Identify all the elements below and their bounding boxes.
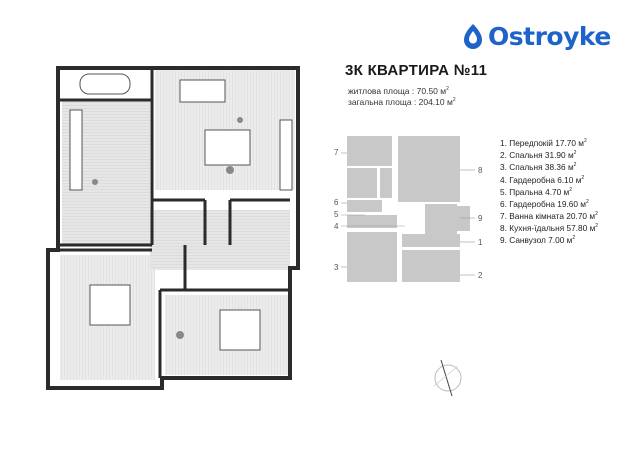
key-label-7: 7 bbox=[334, 148, 339, 157]
wardrobe bbox=[69, 109, 83, 191]
hall-floor bbox=[150, 210, 290, 270]
total-area: загальна площа : 204.10 м2 bbox=[348, 97, 456, 107]
bathtub bbox=[79, 73, 131, 95]
bed-2 bbox=[219, 309, 261, 351]
key-block-4 bbox=[347, 215, 397, 228]
key-block-2 bbox=[402, 250, 460, 282]
apartment-title: 3К КВАРТИРА №11 bbox=[345, 62, 488, 79]
key-block-8 bbox=[398, 136, 460, 202]
room-legend: 1. Передпокій 17.70 м2 2. Спальня 31.90 … bbox=[500, 136, 598, 246]
key-block-3 bbox=[347, 232, 397, 282]
key-label-6: 6 bbox=[334, 198, 339, 207]
kitchen-cabinet bbox=[279, 119, 293, 191]
key-block-7 bbox=[347, 136, 392, 166]
dining-table bbox=[204, 129, 251, 166]
key-label-8: 8 bbox=[478, 166, 483, 175]
key-block-6 bbox=[347, 168, 377, 198]
legend-item: 9. Санвузол 7.00 м2 bbox=[500, 235, 576, 246]
legend-item: 5. Пральна 4.70 м2 bbox=[500, 186, 573, 197]
key-label-3: 3 bbox=[334, 263, 339, 272]
key-block-5 bbox=[347, 200, 382, 212]
key-label-9: 9 bbox=[478, 214, 483, 223]
kitchen-island bbox=[179, 79, 226, 103]
living-area: житлова площа : 70.50 м2 bbox=[348, 86, 449, 96]
legend-item: 2. Спальня 31.90 м2 bbox=[500, 149, 577, 160]
key-block-1 bbox=[402, 234, 460, 247]
legend-item: 8. Кухня-їдальня 57.80 м2 bbox=[500, 222, 599, 233]
legend-item: 7. Ванна кімната 20.70 м2 bbox=[500, 210, 598, 221]
key-label-1: 1 bbox=[478, 238, 483, 247]
room-key-diagram: 7 6 5 4 3 8 9 1 2 bbox=[334, 136, 483, 282]
legend-item: 1. Передпокій 17.70 м2 bbox=[500, 137, 587, 148]
bed bbox=[89, 284, 131, 326]
key-label-5: 5 bbox=[334, 210, 339, 219]
key-label-4: 4 bbox=[334, 222, 339, 231]
legend-item: 3. Спальня 38.36 м2 bbox=[500, 162, 577, 173]
legend-item: 6. Гардеробна 19.60 м2 bbox=[500, 198, 589, 209]
brand-name: Ostroyke bbox=[488, 22, 611, 51]
logo-pin-icon bbox=[464, 23, 482, 49]
brand-logo: Ostroyke bbox=[462, 22, 611, 51]
compass-icon bbox=[433, 359, 462, 397]
legend-item: 4. Гардеробна 6.10 м2 bbox=[500, 174, 585, 185]
floor-plan bbox=[46, 66, 300, 390]
key-label-2: 2 bbox=[478, 271, 483, 280]
